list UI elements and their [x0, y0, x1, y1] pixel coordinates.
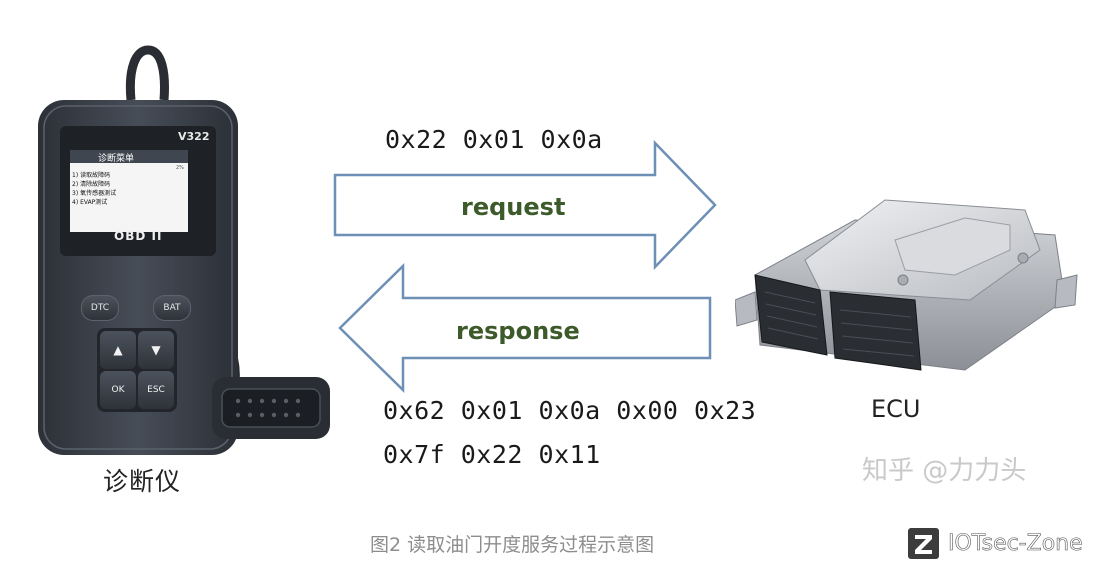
device-caption: 诊断仪 [103, 467, 182, 496]
ecu-module-icon [735, 199, 1078, 371]
obd-scanner-device [38, 45, 240, 455]
device-menu-item: 2) 清除故障码 [72, 181, 111, 188]
device-brand-label: OBD II [114, 229, 163, 243]
device-menu-item: 1) 读取故障码 [72, 172, 111, 179]
device-menu-item: 4) EVAP测试 [72, 199, 108, 206]
ok-button[interactable]: OK [100, 371, 136, 409]
down-button[interactable]: ▼ [138, 331, 174, 369]
request-arrow [333, 140, 717, 270]
up-button[interactable]: ▲ [100, 331, 136, 369]
device-screen-title: 诊断菜单 [98, 154, 135, 164]
dtc-button[interactable]: DTC [81, 295, 119, 321]
zone-logo-icon [908, 527, 939, 559]
ecu-label: ECU [871, 395, 921, 423]
response-hex-negative: 0x7f 0x22 0x11 [383, 440, 601, 469]
response-arrow [338, 263, 712, 393]
bat-button-label: BAT [163, 303, 181, 313]
bat-button[interactable]: BAT [153, 295, 191, 321]
brand-badge: IOTsec-Zone [907, 526, 1083, 560]
ok-button-label: OK [111, 385, 125, 395]
figure-caption: 图2 读取油门开度服务过程示意图 [370, 534, 655, 556]
device-screen-percent: 2% [176, 165, 184, 171]
esc-button[interactable]: ESC [138, 371, 174, 409]
up-arrow-icon: ▲ [113, 343, 123, 357]
brand-name: IOTsec-Zone [948, 530, 1083, 556]
down-arrow-icon: ▼ [151, 343, 161, 357]
device-model-label: V322 [178, 130, 210, 143]
watermark: 知乎 @力力头 [862, 456, 1027, 486]
response-label: response [456, 317, 580, 345]
obd-connector-icon [212, 377, 330, 439]
device-menu-list: 1) 读取故障码 2) 清除故障码 3) 氧传感器测试 4) EVAP测试 [72, 171, 116, 207]
request-label: request [461, 193, 566, 221]
response-hex-positive: 0x62 0x01 0x0a 0x00 0x23 [383, 396, 757, 425]
device-menu-item: 3) 氧传感器测试 [72, 190, 117, 197]
request-hex-bytes: 0x22 0x01 0x0a [385, 125, 603, 154]
dtc-button-label: DTC [90, 303, 110, 313]
esc-button-label: ESC [147, 385, 165, 395]
